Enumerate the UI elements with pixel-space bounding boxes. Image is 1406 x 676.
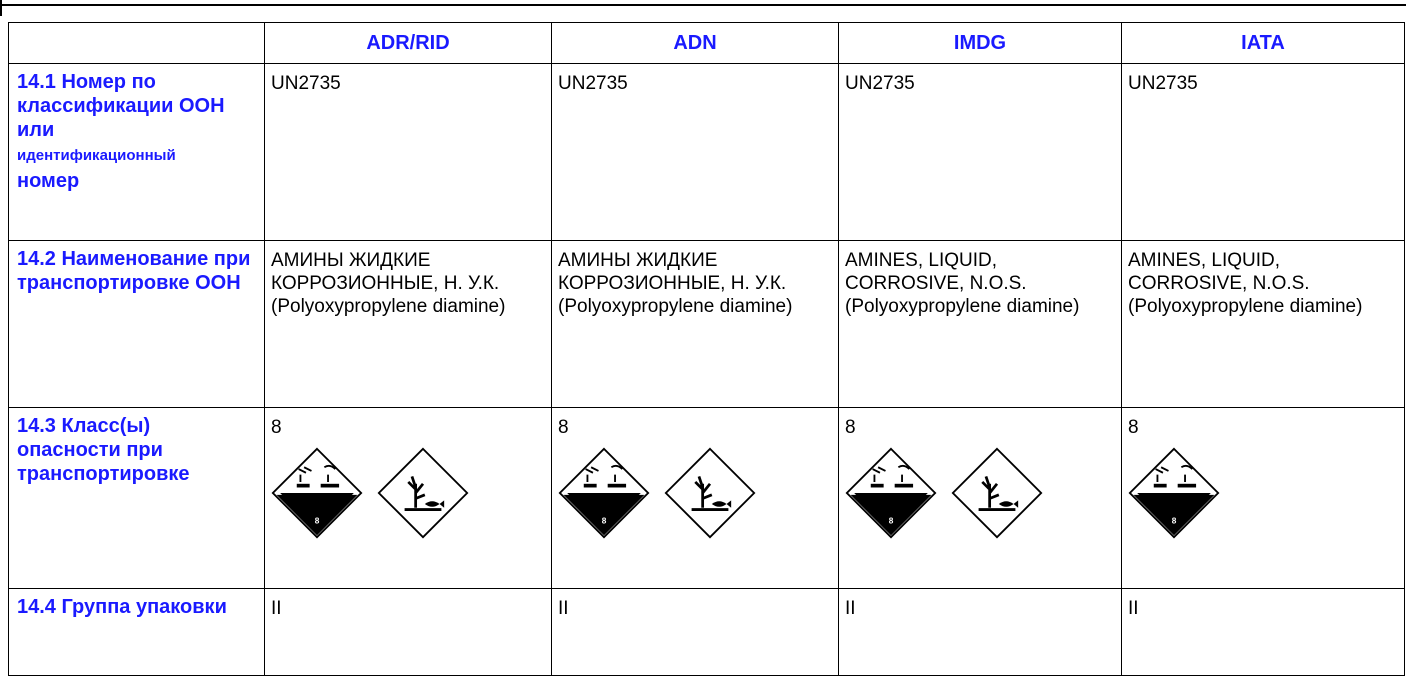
pictograms-adn: 8 <box>558 447 832 539</box>
packing-group-adn: II <box>551 588 839 676</box>
table-row: 14.3 Класс(ы) опасности при транспортиро… <box>8 407 1405 589</box>
un-number-adr: UN2735 <box>264 63 552 241</box>
svg-text:8: 8 <box>889 516 894 525</box>
corrosive-pictogram-icon: 8 <box>558 447 650 539</box>
environment-pictogram-icon <box>664 447 756 539</box>
un-number-iata: UN2735 <box>1121 63 1405 241</box>
un-number-adn: UN2735 <box>551 63 839 241</box>
hazard-class-imdg: 8 8 <box>838 407 1122 589</box>
table-row: 14.2 Наименование при транспортировке ОО… <box>8 240 1405 408</box>
header-imdg: IMDG <box>838 22 1122 64</box>
hazard-class-adr: 8 8 <box>264 407 552 589</box>
pictograms-adr: 8 <box>271 447 545 539</box>
pictograms-imdg: 8 <box>845 447 1115 539</box>
row-label-hazard-class: 14.3 Класс(ы) опасности при транспортиро… <box>8 407 265 589</box>
hazard-class-adn: 8 8 <box>551 407 839 589</box>
transport-info-table: ADR/RID ADN IMDG IATA 14.1 Номер по клас… <box>8 22 1405 676</box>
corrosive-pictogram-icon: 8 <box>1128 447 1220 539</box>
header-empty <box>8 22 265 64</box>
pictograms-iata: 8 <box>1128 447 1398 539</box>
shipping-name-iata: AMINES, LIQUID, CORROSIVE, N.O.S. (Polyo… <box>1121 240 1405 408</box>
corrosive-pictogram-icon: 8 <box>271 447 363 539</box>
packing-group-iata: II <box>1121 588 1405 676</box>
table-header-row: ADR/RID ADN IMDG IATA <box>8 22 1405 64</box>
header-iata: IATA <box>1121 22 1405 64</box>
packing-group-adr: II <box>264 588 552 676</box>
hazard-class-iata: 8 8 <box>1121 407 1405 589</box>
packing-group-imdg: II <box>838 588 1122 676</box>
top-rule <box>0 0 1406 6</box>
table-row: 14.4 Группа упаковки II II II II <box>8 588 1405 676</box>
header-adn: ADN <box>551 22 839 64</box>
row-label-un-number: 14.1 Номер по классификации ООН или иден… <box>8 63 265 241</box>
shipping-name-imdg: AMINES, LIQUID, CORROSIVE, N.O.S. (Polyo… <box>838 240 1122 408</box>
row-label-shipping-name: 14.2 Наименование при транспортировке ОО… <box>8 240 265 408</box>
svg-text:8: 8 <box>315 516 320 525</box>
row-label-packing-group: 14.4 Группа упаковки <box>8 588 265 676</box>
table-row: 14.1 Номер по классификации ООН или иден… <box>8 63 1405 241</box>
svg-text:8: 8 <box>602 516 607 525</box>
environment-pictogram-icon <box>377 447 469 539</box>
un-number-imdg: UN2735 <box>838 63 1122 241</box>
left-rule <box>0 0 2 16</box>
shipping-name-adr: АМИНЫ ЖИДКИЕ КОРРОЗИОННЫЕ, Н. У.К. (Poly… <box>264 240 552 408</box>
shipping-name-adn: АМИНЫ ЖИДКИЕ КОРРОЗИОННЫЕ, Н. У.К. (Poly… <box>551 240 839 408</box>
corrosive-pictogram-icon: 8 <box>845 447 937 539</box>
environment-pictogram-icon <box>951 447 1043 539</box>
header-adr-rid: ADR/RID <box>264 22 552 64</box>
svg-text:8: 8 <box>1172 516 1177 525</box>
